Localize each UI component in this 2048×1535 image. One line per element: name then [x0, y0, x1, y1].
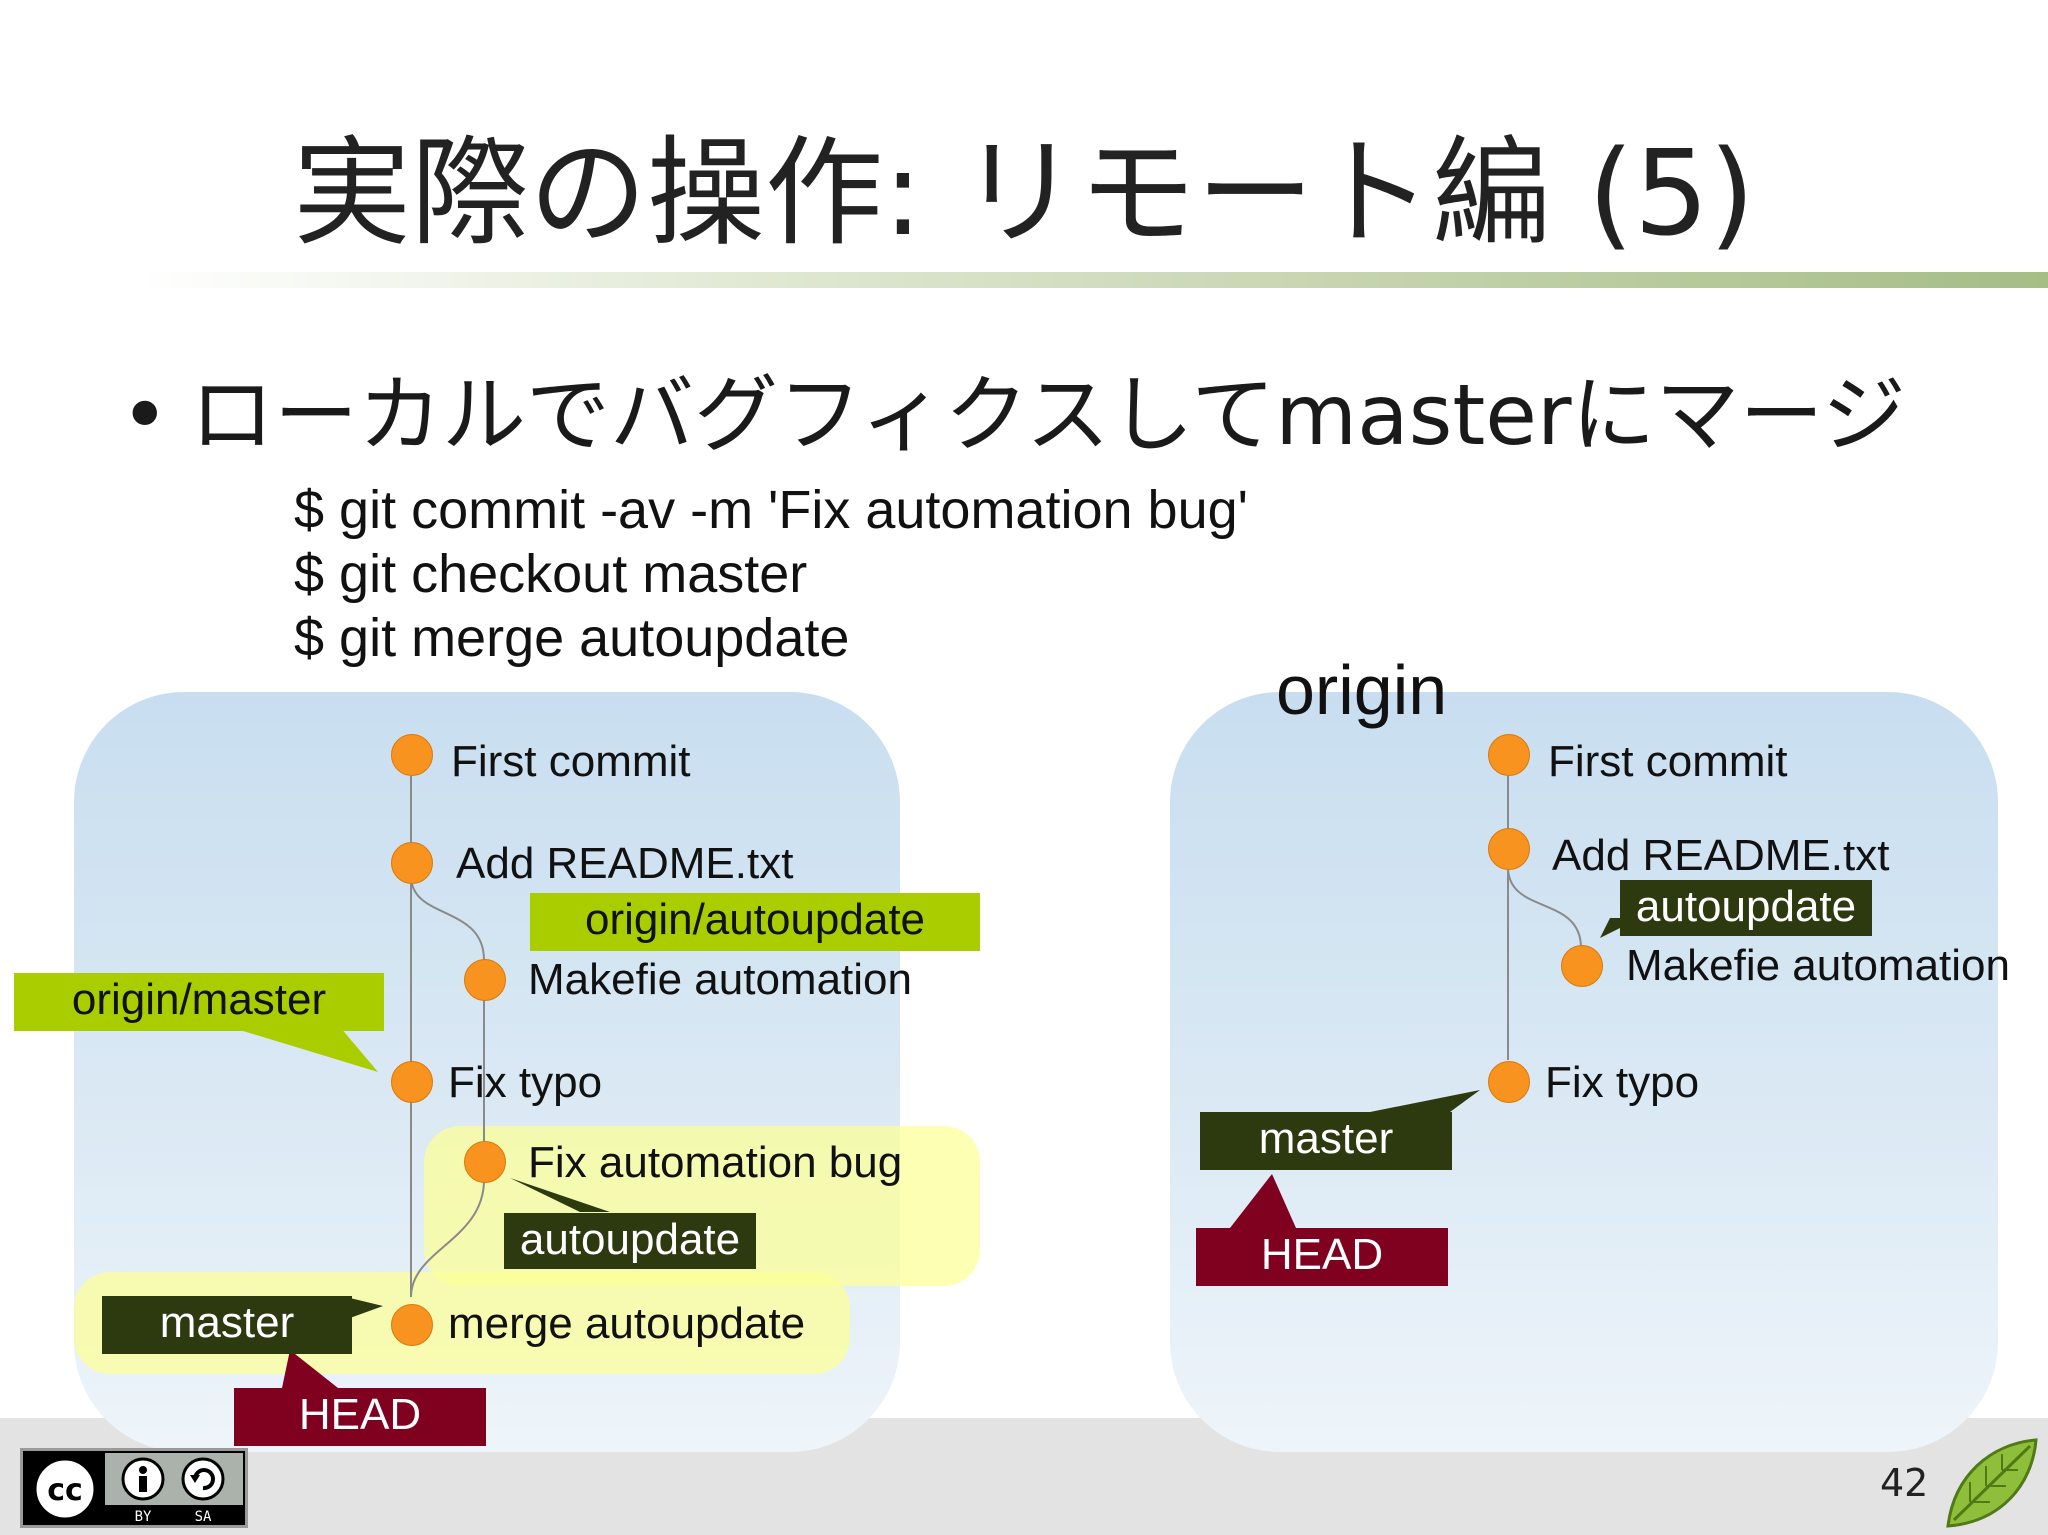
command-line-3: $ git merge autoupdate	[294, 608, 850, 668]
commit-label: Makefie automation	[1626, 941, 2010, 990]
cc-by-sa-icon: cc BY SA	[33, 1453, 243, 1525]
origin-head-tag: HEAD	[1196, 1228, 1448, 1286]
origin-master-tag-pointer	[1370, 1090, 1480, 1112]
commit-label: Add README.txt	[1552, 831, 1890, 880]
commit-node[interactable]	[391, 1304, 433, 1346]
origin-master-pointer	[230, 1027, 378, 1072]
origin-master-branch-tag: master	[1200, 1112, 1452, 1170]
autoupdate-pointer	[510, 1178, 610, 1212]
bullet-text: ローカルでバグフィクスしてmasterにマージ	[190, 366, 1906, 464]
origin-autoupdate-tag: origin/autoupdate	[530, 893, 980, 951]
origin-branch-edge	[1507, 866, 1582, 949]
origin-autoupdate-branch-tag: autoupdate	[1620, 880, 1872, 936]
master-pointer	[350, 1298, 383, 1318]
commit-node[interactable]	[391, 734, 433, 776]
commit-label: Makefie automation	[528, 955, 912, 1004]
autoupdate-branch-tag: autoupdate	[504, 1213, 756, 1269]
commit-node[interactable]	[391, 842, 433, 884]
by-text: BY	[135, 1509, 152, 1525]
slide-title: 実際の操作: リモート編 (5)	[293, 124, 1755, 262]
cc-text: cc	[47, 1473, 83, 1508]
leaf-logo-icon	[1946, 1438, 2038, 1528]
commit-label: Fix automation bug	[528, 1138, 903, 1187]
origin-head-pointer	[1230, 1174, 1296, 1228]
cc-license-badge[interactable]: cc BY SA	[20, 1448, 248, 1528]
commit-node[interactable]	[464, 959, 506, 1001]
master-branch-tag: master	[102, 1296, 352, 1354]
local-branch-edge	[410, 875, 485, 1144]
commit-label: Fix typo	[1545, 1058, 1700, 1107]
commit-label: merge autoupdate	[448, 1299, 806, 1348]
commit-node[interactable]	[1561, 945, 1603, 987]
bullet-dot: •	[120, 366, 170, 464]
command-line-1: $ git commit -av -m 'Fix automation bug'	[294, 480, 1248, 540]
local-merge-edge	[410, 1179, 485, 1298]
commit-node[interactable]	[1488, 828, 1530, 870]
sa-text: SA	[195, 1509, 212, 1525]
bullet-item: •ローカルでバグフィクスしてmasterにマージ	[120, 360, 1906, 470]
commit-node[interactable]	[464, 1141, 506, 1183]
commit-label: Fix typo	[448, 1058, 603, 1107]
origin-repo-panel	[1170, 692, 1998, 1452]
head-pointer	[282, 1350, 338, 1388]
origin-master-tag: origin/master	[14, 973, 384, 1031]
origin-heading: origin	[1276, 651, 1448, 729]
commit-label: First commit	[1548, 737, 1788, 786]
page-number: 42	[1880, 1461, 1929, 1505]
commit-label: Add README.txt	[456, 839, 794, 888]
commit-node[interactable]	[391, 1061, 433, 1103]
commit-label: First commit	[451, 737, 691, 786]
command-line-2: $ git checkout master	[294, 544, 808, 604]
head-tag: HEAD	[234, 1388, 486, 1446]
commit-node[interactable]	[1488, 734, 1530, 776]
commit-node[interactable]	[1488, 1061, 1530, 1103]
title-underline	[140, 272, 2048, 288]
